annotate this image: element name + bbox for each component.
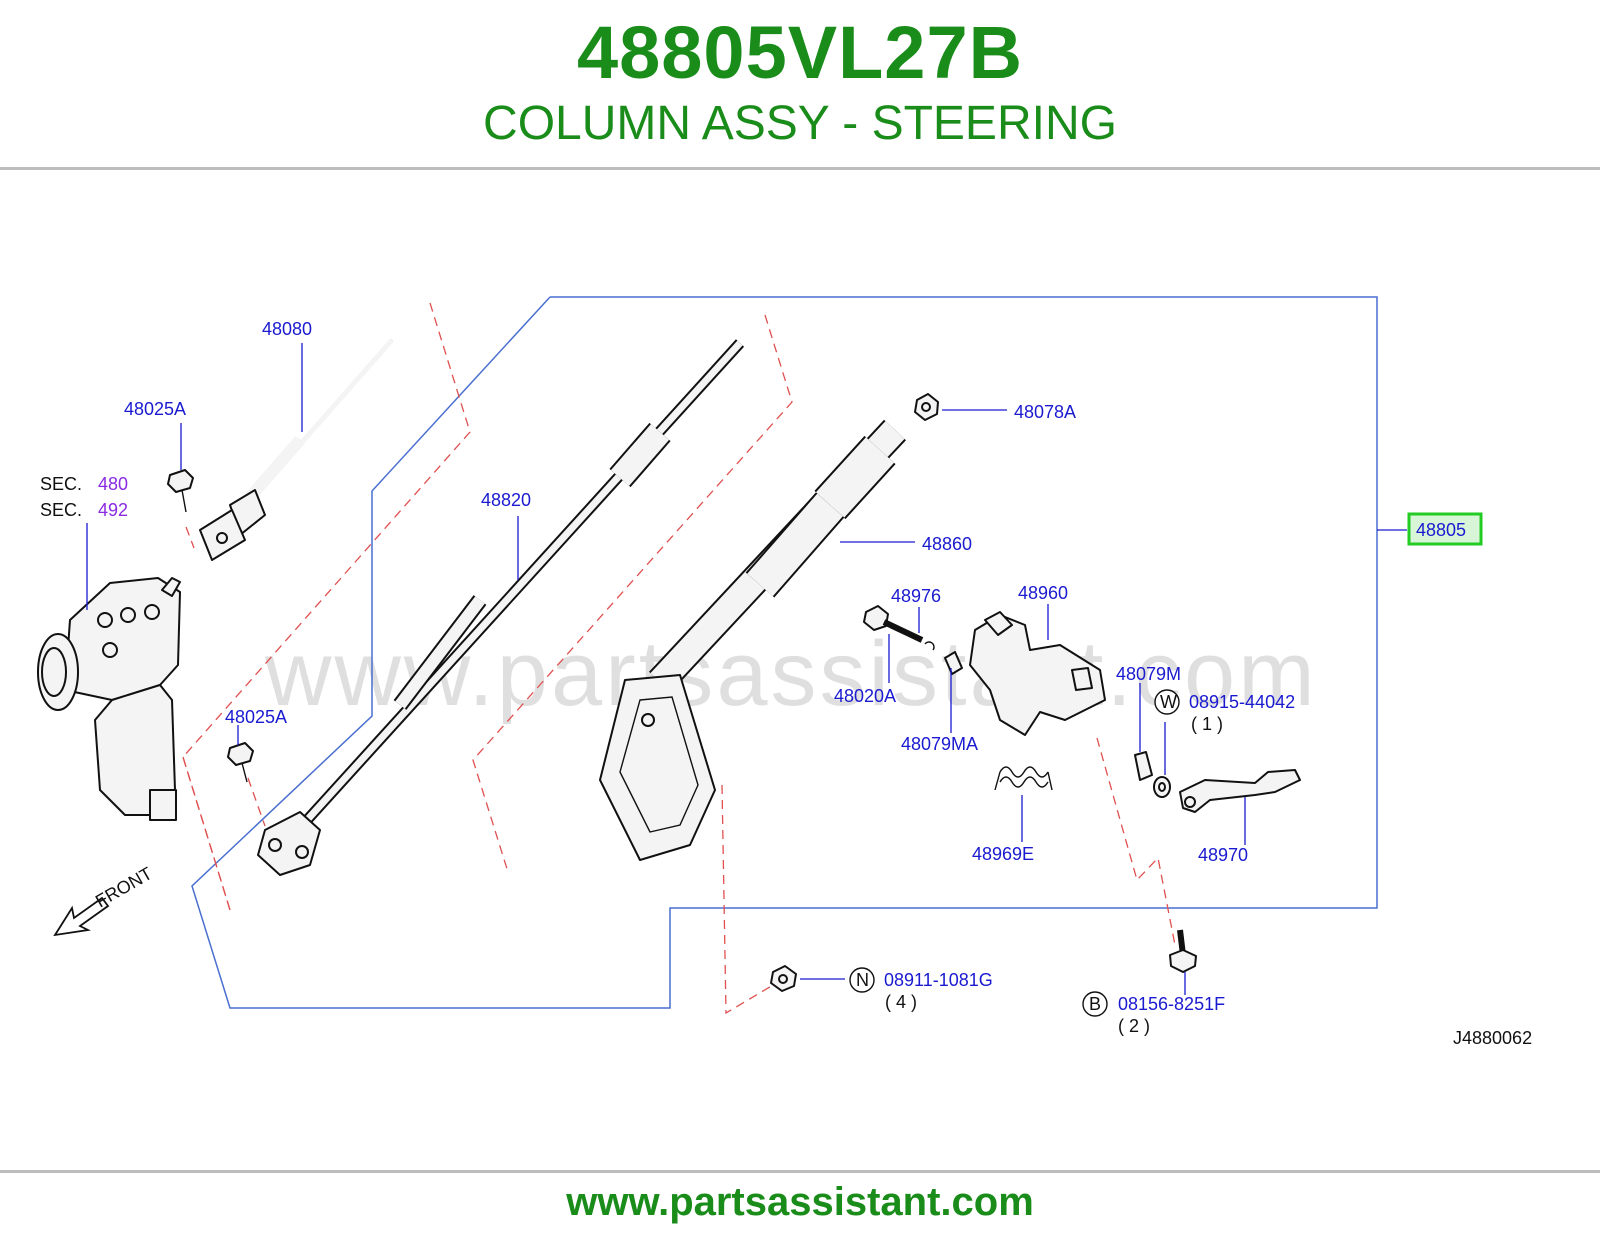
dash-bolt-48025A-upper — [185, 526, 195, 549]
part-label-48025A-upper[interactable]: 48025A — [124, 399, 186, 419]
qty-08156-8251F: ( 2 ) — [1118, 1016, 1150, 1036]
part-label-48976[interactable]: 48976 — [891, 586, 941, 606]
part-description: COLUMN ASSY - STEERING — [483, 97, 1117, 150]
dash-guide-shaft-48080 — [182, 302, 471, 911]
header-divider — [0, 167, 1600, 170]
part-label-08915-44042[interactable]: 08915-44042 — [1189, 692, 1295, 712]
part-label-48078A[interactable]: 48078A — [1014, 402, 1076, 422]
part-label-48969E[interactable]: 48969E — [972, 844, 1034, 864]
dash-guide-bolt — [1096, 737, 1176, 946]
section-ref-492[interactable]: 492 — [98, 500, 128, 520]
part-label-48970[interactable]: 48970 — [1198, 845, 1248, 865]
steering-gear-drawing — [37, 577, 181, 821]
part-label-48805[interactable]: 48805 — [1416, 520, 1466, 540]
washer-08915-drawing — [1153, 776, 1171, 798]
column-jacket-48860-drawing — [599, 419, 906, 861]
section-prefix-2: SEC. — [40, 500, 82, 520]
dash-guide-lower — [182, 756, 231, 911]
symbol-n: N — [856, 970, 869, 990]
nut-08911-drawing — [770, 965, 797, 992]
bolt-48025A-upper-drawing — [167, 469, 194, 513]
part-label-48960[interactable]: 48960 — [1018, 583, 1068, 603]
bolt-08156-drawing — [1169, 929, 1197, 973]
assembly-outline — [191, 296, 1378, 1009]
header: 48805VL27B COLUMN ASSY - STEERING — [0, 0, 1600, 170]
dash-guide-nut — [721, 784, 791, 1015]
part-label-48080[interactable]: 48080 — [262, 319, 312, 339]
spring-48969E-drawing — [994, 766, 1053, 791]
symbol-circle-w — [1154, 689, 1180, 715]
part-label-48820[interactable]: 48820 — [481, 490, 531, 510]
section-ref-480[interactable]: 480 — [98, 474, 128, 494]
qty-08915-44042: ( 1 ) — [1191, 714, 1223, 734]
symbol-circle-b — [1082, 991, 1108, 1017]
qty-08911-1081G: ( 4 ) — [885, 992, 917, 1012]
dash-bolt-48025A-lower — [247, 777, 266, 827]
lever-48970-drawing — [1179, 769, 1301, 813]
part-label-48860[interactable]: 48860 — [922, 534, 972, 554]
part-label-08911-1081G[interactable]: 08911-1081G — [884, 970, 993, 990]
symbol-w: W — [1160, 692, 1177, 712]
part-label-48020A[interactable]: 48020A — [834, 686, 896, 706]
part-number-title: 48805VL27B — [576, 11, 1024, 94]
section-prefix-1: SEC. — [40, 474, 82, 494]
footer-divider — [0, 1170, 1600, 1173]
part-label-48079M[interactable]: 48079M — [1116, 664, 1181, 684]
highlight-box-48805 — [1407, 512, 1483, 546]
footer-url[interactable]: www.partsassistant.com — [566, 1180, 1034, 1224]
drawing-id: J4880062 — [1453, 1028, 1532, 1048]
part-label-08156-8251F[interactable]: 08156-8251F — [1118, 994, 1225, 1014]
front-arrow-icon — [53, 896, 110, 937]
symbol-b: B — [1089, 994, 1101, 1014]
intermediate-shaft-48080-drawing — [199, 338, 394, 561]
clip-48079M-drawing — [1134, 751, 1153, 781]
symbol-circle-n — [849, 967, 875, 993]
front-label: FRONT — [92, 863, 156, 911]
dash-guide-column — [472, 314, 793, 873]
part-label-48079MA[interactable]: 48079MA — [901, 734, 978, 754]
part-label-48025A-lower[interactable]: 48025A — [225, 707, 287, 727]
column-shaft-48820-drawing — [257, 339, 745, 876]
tilt-bracket-48960-drawing — [944, 611, 1106, 736]
nut-48078A-drawing — [914, 393, 939, 421]
bolt-48025A-lower-drawing — [227, 742, 254, 783]
bolt-48976-drawing — [863, 605, 935, 651]
